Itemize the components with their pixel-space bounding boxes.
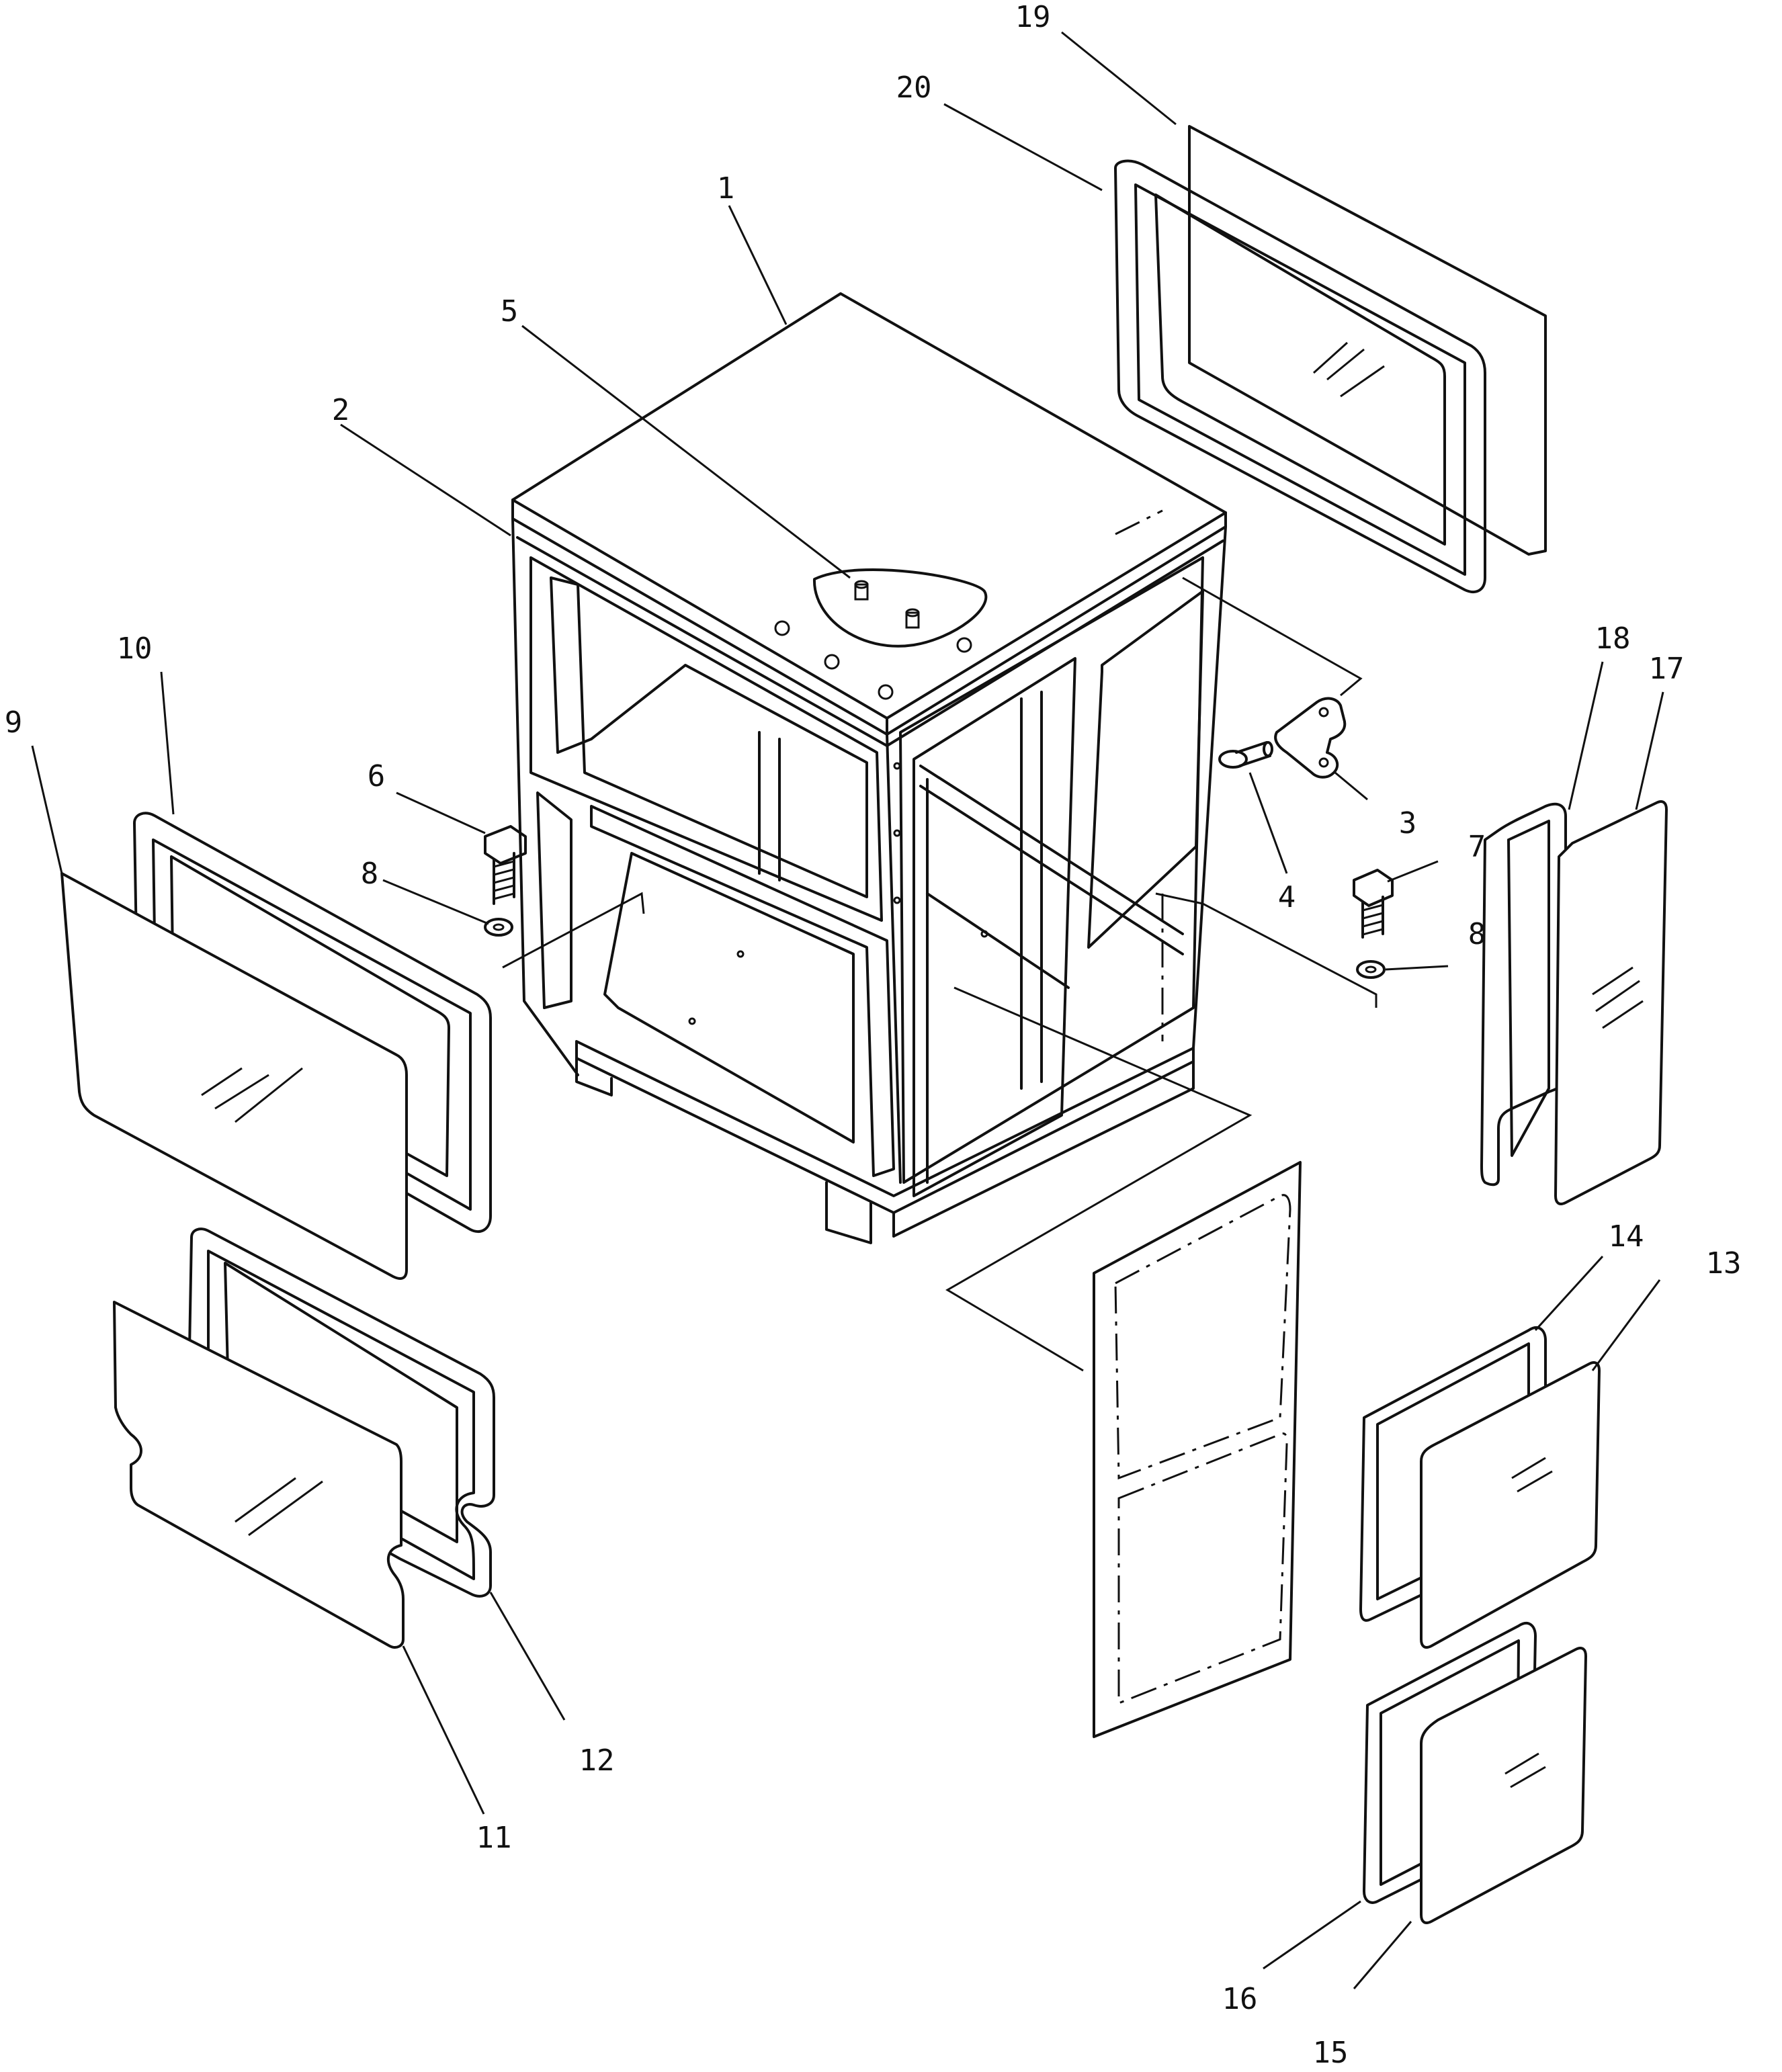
callout-6: 6 — [368, 759, 386, 793]
callout-5: 5 — [501, 294, 519, 329]
callout-12: 12 — [579, 1743, 615, 1778]
door-panel — [945, 986, 1302, 1738]
rear-glass-19 — [1188, 125, 1547, 556]
callout-8-left: 8 — [361, 857, 379, 891]
side-glass-17 — [1554, 800, 1668, 1205]
pin-4 — [1218, 741, 1273, 769]
callout-13: 13 — [1706, 1246, 1742, 1281]
callout-10: 10 — [117, 632, 153, 666]
front-glass-9 — [60, 872, 408, 1280]
hinge-3 — [1274, 697, 1347, 779]
rear-seal-20 — [1114, 159, 1486, 593]
lower-glass-13 — [1420, 1361, 1601, 1649]
callout-19: 19 — [1015, 0, 1051, 34]
callout-7: 7 — [1468, 830, 1486, 864]
callout-1: 1 — [717, 171, 735, 206]
roof-clip-5 — [854, 580, 920, 629]
washer-8-left — [484, 892, 645, 969]
side-seal-18 — [1480, 802, 1567, 1186]
callout-11: 11 — [476, 1821, 512, 1855]
callout-3: 3 — [1399, 806, 1417, 840]
cab-assembly — [511, 292, 1227, 1244]
door-glass-11 — [113, 1301, 405, 1649]
callout-8-right: 8 — [1468, 917, 1486, 951]
callout-18: 18 — [1595, 621, 1631, 656]
callout-4: 4 — [1278, 880, 1296, 914]
bolt-6 — [484, 825, 527, 905]
bolt-7 — [1353, 869, 1394, 939]
mounting-holes — [688, 620, 988, 1025]
washer-8-right — [1155, 892, 1386, 1008]
callout-15: 15 — [1313, 2036, 1349, 2070]
callout-17: 17 — [1649, 652, 1685, 686]
callout-2: 2 — [332, 393, 350, 427]
callout-14: 14 — [1609, 1219, 1644, 1254]
leader-lines — [31, 31, 1664, 1989]
callout-16: 16 — [1222, 1982, 1258, 2016]
callout-numbers: 1 2 3 4 5 6 7 8 8 9 10 11 12 13 14 15 16… — [5, 0, 1742, 2070]
callout-9: 9 — [5, 705, 23, 740]
bottom-glass-15 — [1420, 1647, 1587, 1924]
callout-20: 20 — [896, 71, 932, 105]
